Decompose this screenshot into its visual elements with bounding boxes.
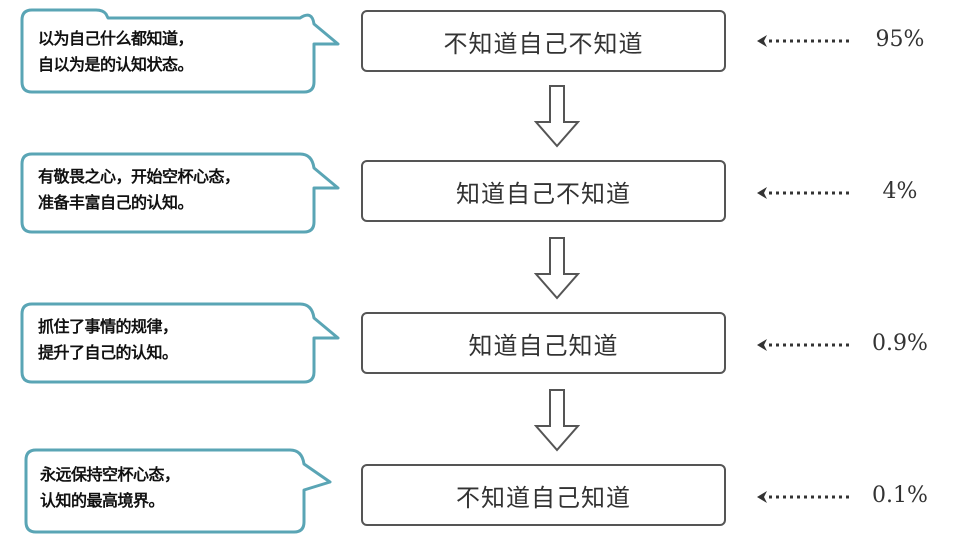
percent-value: 0.1% <box>872 483 928 508</box>
callout-line-2: 认知的最高境界。 <box>40 491 165 510</box>
callout-bubble-shape <box>20 152 340 234</box>
callout-text: 抓住了事情的规律， 提升了自己的认知。 <box>38 314 178 366</box>
callout-line-2: 准备丰富自己的认知。 <box>38 193 194 212</box>
callout-bubble-shape <box>24 448 332 534</box>
percent-value: 4% <box>882 179 918 204</box>
callout-line-1: 永远保持空杯心态， <box>40 465 180 484</box>
down-arrow-icon <box>534 389 580 452</box>
percent-value: 95% <box>875 27 925 52</box>
callout-line-1: 抓住了事情的规律， <box>38 317 178 336</box>
stage-box-4: 不知道自己知道 <box>361 464 726 526</box>
stage-box-3: 知道自己知道 <box>361 312 726 374</box>
left-dotted-arrow-icon <box>757 187 851 199</box>
callout-line-2: 提升了自己的认知。 <box>38 343 178 362</box>
callout-line-1: 以为自己什么都知道， <box>38 29 194 48</box>
callout-bubble-shape <box>20 8 340 94</box>
callout-stage-3: 抓住了事情的规律， 提升了自己的认知。 <box>0 298 360 398</box>
callout-stage-4: 永远保持空杯心态， 认知的最高境界。 <box>0 446 360 546</box>
left-dotted-arrow-icon <box>757 35 851 47</box>
stage-box-1: 不知道自己不知道 <box>361 10 726 72</box>
callout-text: 有敬畏之心，开始空杯心态， 准备丰富自己的认知。 <box>38 164 240 216</box>
callout-line-1: 有敬畏之心，开始空杯心态， <box>38 167 240 186</box>
stage-label: 知道自己知道 <box>468 331 619 360</box>
callout-text: 以为自己什么都知道， 自以为是的认知状态。 <box>38 26 194 78</box>
callout-stage-1: 以为自己什么都知道， 自以为是的认知状态。 <box>0 4 360 104</box>
percent-value: 0.9% <box>872 331 928 356</box>
callout-text: 永远保持空杯心态， 认知的最高境界。 <box>40 462 180 514</box>
left-dotted-arrow-icon <box>757 491 851 503</box>
left-dotted-arrow-icon <box>757 339 851 351</box>
down-arrow-icon <box>534 237 580 300</box>
callout-line-2: 自以为是的认知状态。 <box>38 55 194 74</box>
callout-stage-2: 有敬畏之心，开始空杯心态， 准备丰富自己的认知。 <box>0 148 360 248</box>
down-arrow-icon <box>534 85 580 148</box>
stage-label: 知道自己不知道 <box>456 179 631 208</box>
stage-box-2: 知道自己不知道 <box>361 160 726 222</box>
stage-label: 不知道自己不知道 <box>443 29 644 58</box>
stage-label: 不知道自己知道 <box>456 483 631 512</box>
callout-bubble-shape <box>20 302 340 384</box>
